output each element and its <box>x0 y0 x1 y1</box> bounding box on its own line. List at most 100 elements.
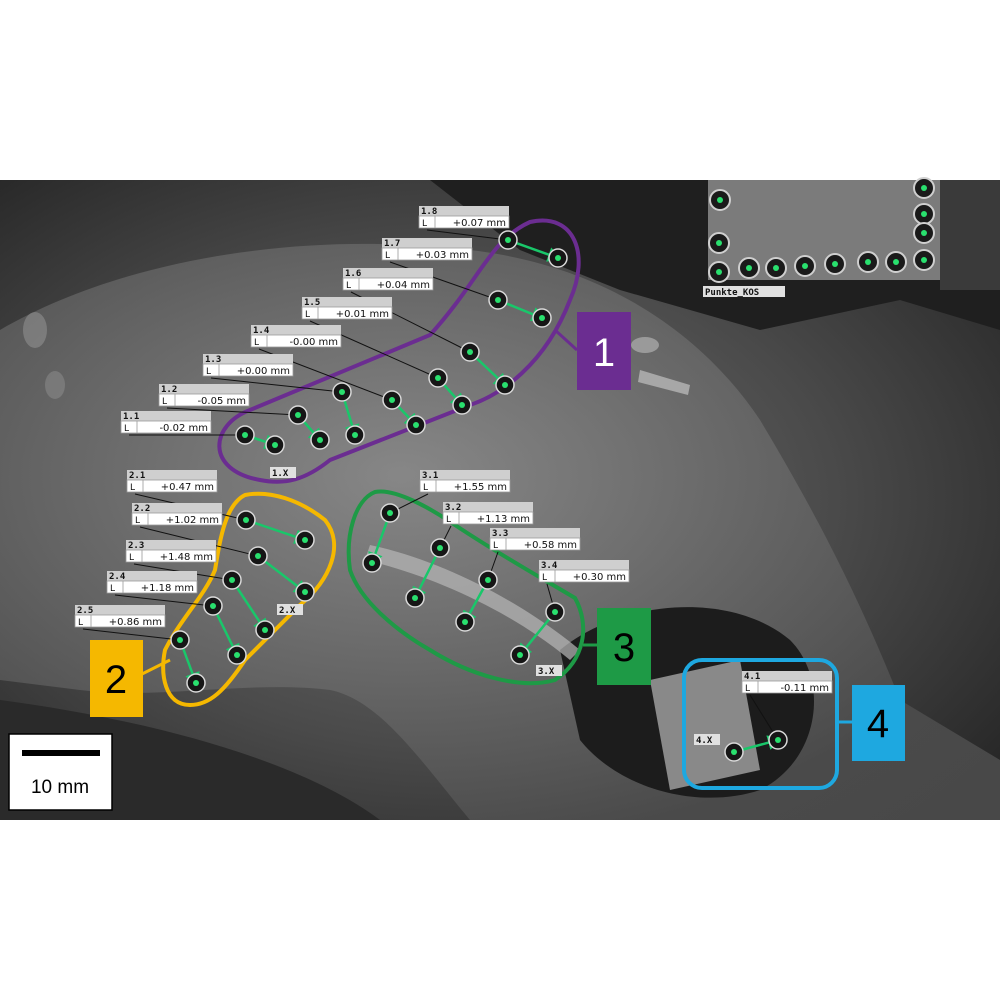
marker-center <box>495 297 501 303</box>
marker-center <box>389 397 395 403</box>
marker-center <box>242 432 248 438</box>
measurement-label: 1.2L-0.05 mm <box>158 384 250 407</box>
label-body <box>381 247 473 261</box>
measurement-name: 1.3 <box>205 355 221 365</box>
measurement-value: +1.18 mm <box>141 583 194 594</box>
measurement-arrow <box>245 518 310 544</box>
label-body <box>126 479 218 493</box>
group-4-end-label: 4.X <box>696 736 713 746</box>
measurement-value: +0.04 mm <box>377 280 430 291</box>
marker-center <box>272 442 278 448</box>
label-body <box>418 215 510 229</box>
measurement-name: 2.4 <box>109 572 126 582</box>
label-header <box>127 470 217 480</box>
measurement-name: 2.2 <box>134 504 150 514</box>
leader-line <box>210 377 343 393</box>
measurement-value: +0.01 mm <box>336 309 389 320</box>
reference-target-center <box>746 265 752 271</box>
group-2-number: 2 <box>105 658 127 702</box>
group-badges: 1 2 3 4 <box>90 312 905 761</box>
reference-target-center <box>893 259 899 265</box>
marker-center <box>193 680 199 686</box>
reference-label-box: Punkte_KOS <box>703 286 785 298</box>
group-1-outline <box>217 218 581 484</box>
marker-center <box>435 375 441 381</box>
measurement-type: L <box>254 338 259 348</box>
group-2-badge <box>90 640 143 717</box>
marker-center <box>467 349 473 355</box>
group-3-number: 3 <box>613 626 635 670</box>
group-2-outline <box>161 491 336 708</box>
reference-label: Punkte_KOS <box>705 288 759 298</box>
measurement-name: 2.3 <box>128 541 144 551</box>
group-4-outline <box>682 658 839 790</box>
reference-target-center <box>921 211 927 217</box>
end-labels: 1.X 2.X 3.X 4.X <box>270 467 720 746</box>
marker-center <box>369 560 375 566</box>
group-1-end-label: 1.X <box>272 469 289 479</box>
measurement-value: +0.86 mm <box>109 617 162 628</box>
label-header <box>539 560 629 570</box>
measurement-value: +0.07 mm <box>453 218 506 229</box>
measurement-type: L <box>135 516 140 526</box>
label-header <box>121 411 211 421</box>
marker-center <box>387 510 393 516</box>
marker-center <box>485 577 491 583</box>
reference-target-center <box>802 263 808 269</box>
measurement-value: +1.55 mm <box>454 482 507 493</box>
group-3-end-label: 3.X <box>538 667 555 677</box>
measurement-value: +1.02 mm <box>166 515 219 526</box>
scale-bar: 10 mm <box>8 733 113 811</box>
scale-bar-text: 10 mm <box>31 777 89 798</box>
measurement-name: 3.4 <box>541 561 558 571</box>
measurement-arrow <box>230 579 268 635</box>
measurement-type: L <box>206 367 211 377</box>
label-header <box>382 238 472 248</box>
label-header <box>302 297 392 307</box>
measurement-label: 2.5L+0.86 mm <box>74 605 166 628</box>
measurement-type: L <box>110 584 115 594</box>
reference-targets <box>708 177 935 283</box>
measurement-value: +0.58 mm <box>524 540 577 551</box>
measurement-label: 2.2L +1.02 mm <box>131 503 223 526</box>
measurement-value: -0.00 mm <box>289 337 338 348</box>
marker-center <box>317 437 323 443</box>
reference-target-center <box>832 261 838 267</box>
group-1-number: 1 <box>593 331 615 375</box>
reference-target-center <box>865 259 871 265</box>
measurement-type: L <box>493 541 498 551</box>
reference-target-center <box>773 265 779 271</box>
marker-center <box>210 603 216 609</box>
label-body <box>125 549 217 563</box>
measurement-name: 1.7 <box>384 239 400 249</box>
marker-center <box>413 422 419 428</box>
marker-center <box>295 412 301 418</box>
measurement-name: 4.1 <box>744 672 760 682</box>
marker-center <box>352 432 358 438</box>
measurement-name: 1.1 <box>123 412 139 422</box>
scale-bar-line <box>22 750 100 756</box>
leader-line <box>426 229 509 241</box>
marker-center <box>243 517 249 523</box>
measurement-name: 3.2 <box>445 503 461 513</box>
measurement-label: 1.8L+0.07 mm <box>418 206 510 229</box>
measurement-value: +0.30 mm <box>573 572 626 583</box>
measurement-type: L <box>446 515 451 525</box>
measurement-name: 1.8 <box>421 207 437 217</box>
label-body <box>131 512 223 526</box>
marker-center <box>517 652 523 658</box>
marker-center <box>177 637 183 643</box>
measurement-type: L <box>346 281 351 291</box>
measurement-name: 2.5 <box>77 606 93 616</box>
label-body <box>342 277 434 291</box>
group-3-outline <box>346 489 586 686</box>
marker-center <box>339 389 345 395</box>
measurement-value: +1.48 mm <box>160 552 213 563</box>
measurement-type: L <box>130 483 135 493</box>
measurement-type: L <box>423 483 428 493</box>
measurement-label: 1.6L+0.04 mm <box>342 268 434 291</box>
measurement-value: +0.47 mm <box>161 482 214 493</box>
reference-target-center <box>716 269 722 275</box>
group-1-badge <box>577 312 631 390</box>
measurement-value: +0.00 mm <box>237 366 290 377</box>
